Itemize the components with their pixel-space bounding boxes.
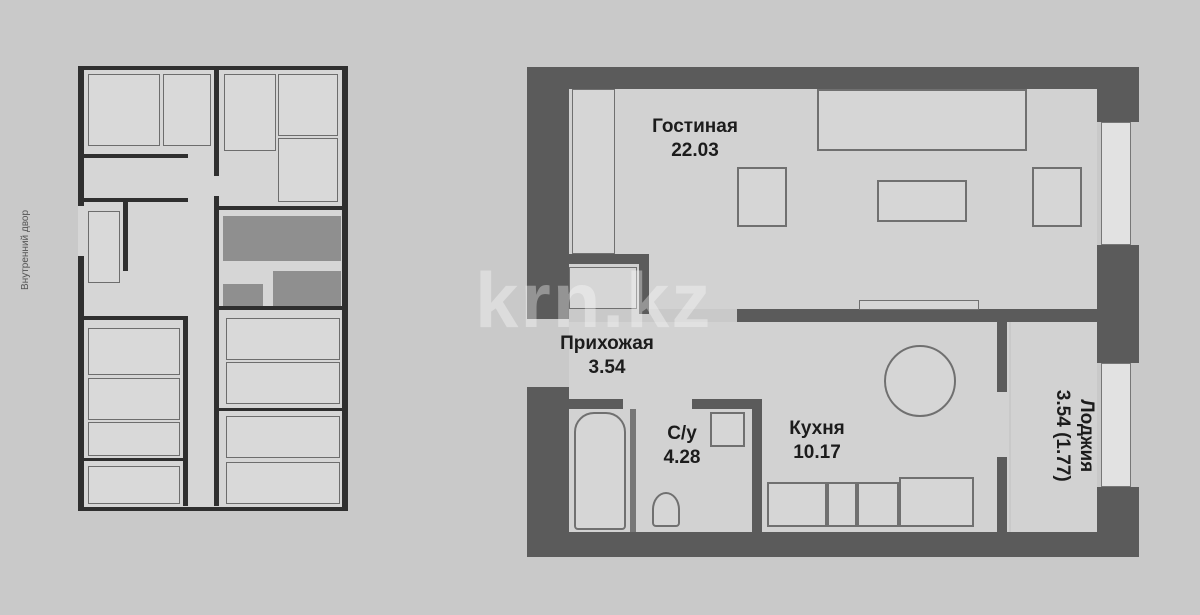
wall	[752, 399, 762, 532]
room-name: Кухня	[789, 418, 845, 439]
wall	[342, 66, 348, 511]
room-area: 3.54	[588, 356, 626, 378]
room	[226, 318, 340, 360]
room-area-reduced: (1.77)	[1052, 432, 1073, 482]
armchair	[737, 167, 787, 227]
room	[278, 138, 338, 202]
highlighted-apartment	[273, 271, 341, 306]
room-area: 10.17	[793, 441, 841, 463]
wall	[997, 457, 1007, 532]
window	[1101, 122, 1131, 245]
closet	[569, 267, 637, 309]
room	[88, 466, 180, 504]
wall	[214, 196, 219, 506]
wall	[639, 254, 649, 314]
wall	[1097, 245, 1139, 363]
wall	[78, 256, 84, 511]
room	[88, 422, 180, 456]
building-floor-plan	[78, 66, 348, 511]
wall	[219, 306, 344, 310]
wall	[183, 316, 188, 506]
highlighted-apartment	[223, 216, 341, 261]
room	[88, 74, 160, 146]
room	[226, 416, 340, 458]
room	[278, 74, 338, 136]
wall	[219, 408, 344, 411]
wall	[630, 409, 636, 532]
wall	[78, 154, 188, 158]
room-area: 4.28	[663, 446, 701, 468]
highlighted-apartment	[223, 284, 263, 306]
wall	[569, 399, 623, 409]
apartment-floor-plan: Гостиная 22.03 Прихожая 3.54 С/у 4.28 Ку…	[527, 67, 1139, 557]
toilet	[652, 492, 680, 527]
kitchen-counter	[899, 477, 974, 527]
wall	[78, 458, 188, 461]
kitchen-counter	[827, 482, 857, 527]
dining-table	[884, 345, 956, 417]
wall	[527, 67, 1139, 89]
coffee-table	[877, 180, 967, 222]
room	[226, 362, 340, 404]
wall	[78, 198, 188, 202]
tv-stand	[859, 300, 979, 310]
room-label-living: Гостиная 22.03	[615, 115, 775, 163]
bathtub	[574, 412, 626, 530]
wall	[563, 254, 649, 264]
wall	[219, 206, 344, 210]
sofa	[817, 89, 1027, 151]
armchair	[1032, 167, 1082, 227]
bathroom-sink	[710, 412, 745, 447]
room-label-kitchen: Кухня 10.17	[762, 417, 872, 465]
wall	[78, 507, 348, 511]
room-area: 22.03	[671, 139, 719, 161]
window	[1101, 363, 1131, 487]
wardrobe	[572, 89, 615, 254]
wall	[737, 309, 1097, 322]
room-label-bathroom: С/у 4.28	[637, 422, 727, 470]
room-label-hallway: Прихожая 3.54	[527, 332, 687, 380]
room	[88, 328, 180, 375]
wall	[78, 66, 84, 206]
wall	[527, 532, 1139, 557]
wall	[123, 201, 128, 271]
room-area: 3.54	[1052, 389, 1073, 427]
room	[224, 74, 276, 151]
wall	[1097, 487, 1139, 557]
room-label-loggia: Лоджия 3.54 (1.77)	[1050, 341, 1098, 531]
room-name: Прихожая	[560, 333, 654, 354]
wall	[1097, 67, 1139, 122]
room-name: Гостиная	[652, 116, 738, 137]
room-name: Лоджия	[1075, 399, 1097, 473]
stove	[857, 482, 899, 527]
room	[226, 462, 340, 504]
room	[88, 378, 180, 420]
wall	[997, 322, 1007, 392]
loggia-floor	[1011, 322, 1097, 532]
wall	[527, 67, 569, 319]
wall	[527, 387, 569, 557]
courtyard-label: Внутренний двор	[20, 209, 31, 290]
wall	[214, 66, 219, 176]
wall	[78, 316, 188, 320]
stairwell	[88, 211, 120, 283]
kitchen-sink	[767, 482, 827, 527]
wall	[692, 399, 757, 409]
room-name: С/у	[667, 423, 697, 444]
wall	[78, 66, 348, 70]
room	[163, 74, 211, 146]
